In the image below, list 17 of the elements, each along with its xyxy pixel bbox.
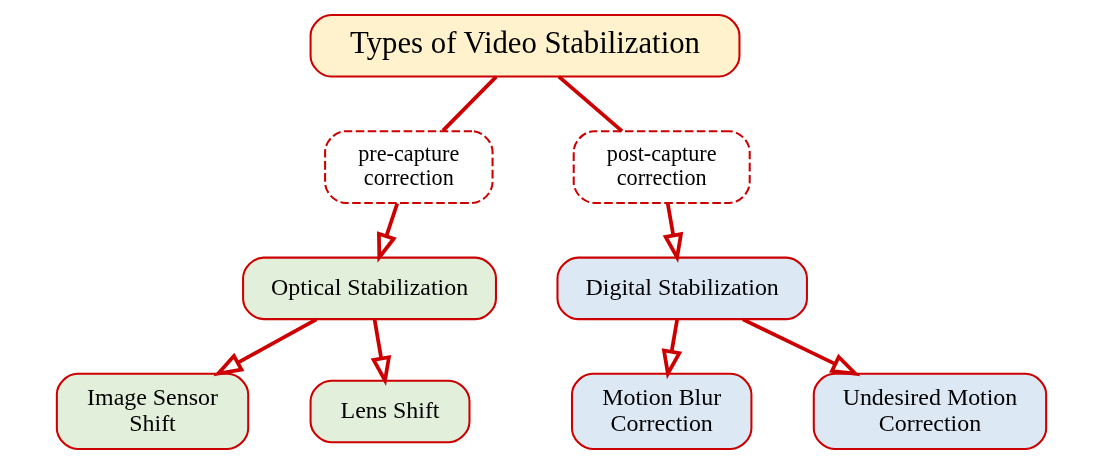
- node-box: Types of Video Stabilization: [309, 13, 740, 78]
- arrow: [376, 202, 399, 263]
- node-box: Lens Shift: [309, 379, 470, 444]
- connector: [441, 75, 498, 132]
- node-box: Undesired Motion Correction: [812, 372, 1047, 451]
- arrow: [741, 317, 860, 377]
- node-box: pre-capture correction: [323, 130, 494, 204]
- arrow: [212, 317, 317, 377]
- connector: [557, 75, 623, 133]
- arrow: [370, 319, 391, 387]
- node-box: Optical Stabilization: [241, 256, 497, 321]
- node-box: post-capture correction: [572, 130, 751, 204]
- node-box: Digital Stabilization: [555, 256, 808, 321]
- node-box: Motion Blur Correction: [570, 372, 752, 451]
- arrow: [661, 319, 682, 380]
- arrow: [662, 203, 683, 263]
- node-box: Image Sensor Shift: [55, 372, 249, 451]
